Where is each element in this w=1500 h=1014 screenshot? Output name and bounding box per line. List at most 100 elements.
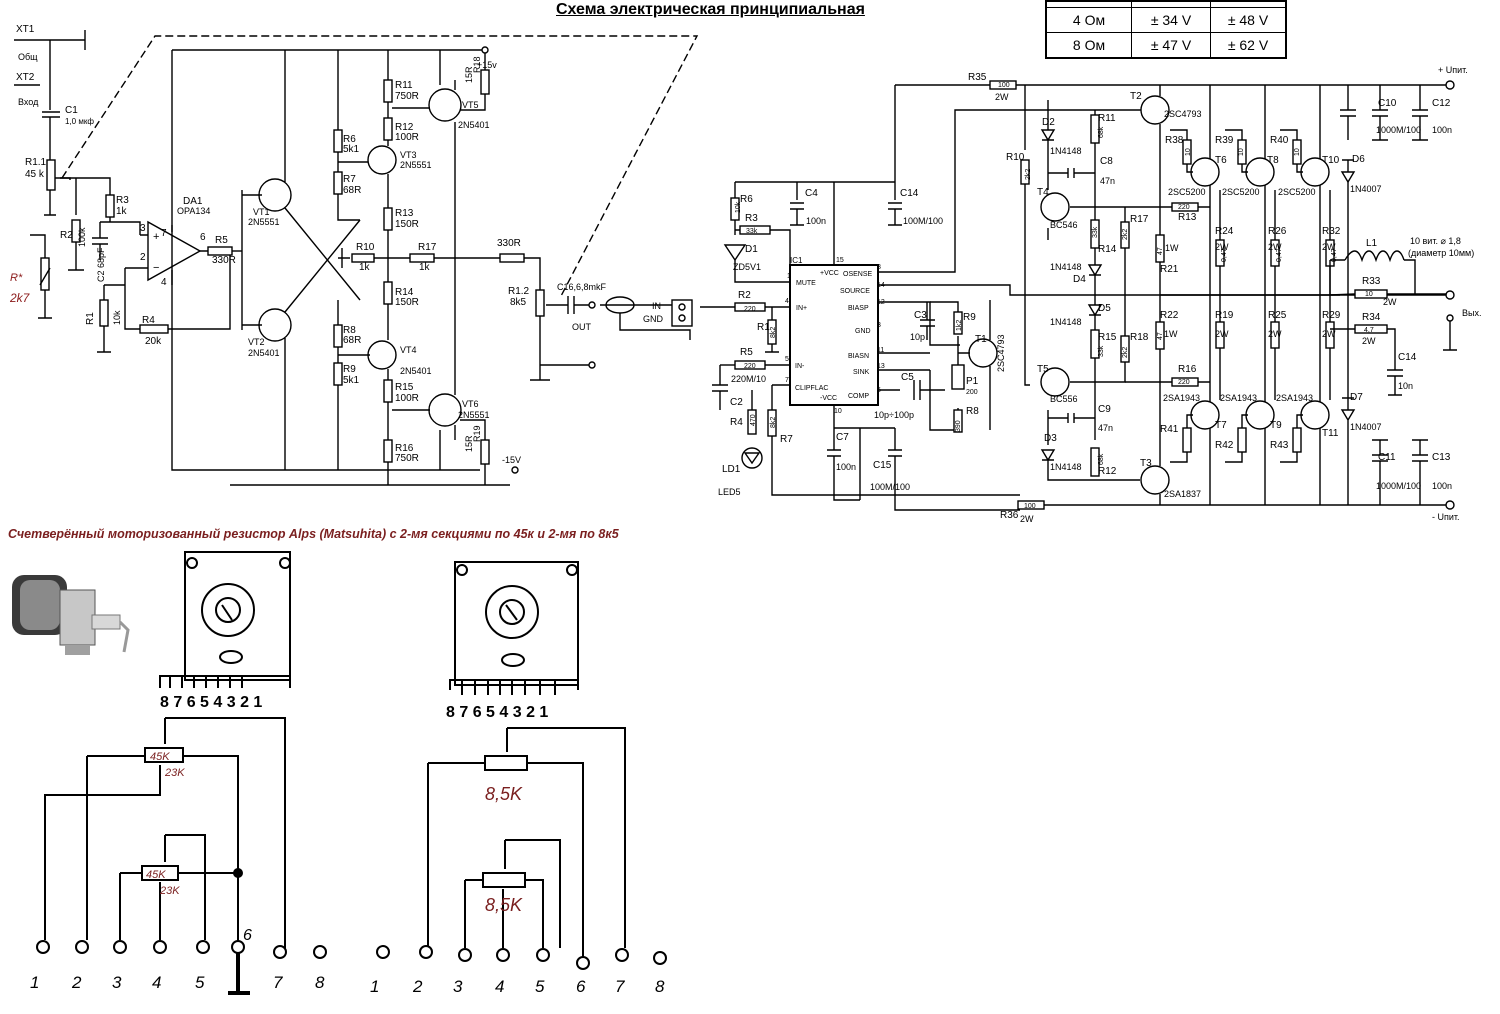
component-label: R17 (418, 242, 437, 253)
component-label: 2 (140, 252, 146, 263)
component-label: 220 (1178, 379, 1190, 386)
component-label: R26 (1268, 226, 1287, 237)
component-label: 68k (1098, 453, 1105, 465)
component-label: 1k (116, 206, 128, 217)
component-label: 68R (343, 335, 361, 346)
component-label: -15V (502, 455, 521, 465)
component-label: T3 (1140, 458, 1152, 469)
component-label: 100 (998, 82, 1010, 89)
component-label: LD1 (722, 464, 741, 475)
component-label: Общ (18, 52, 38, 62)
table-row: 4 Ом ± 34 V ± 48 V (1045, 7, 1287, 33)
pot-pin-number: 1 (30, 973, 39, 992)
component-label: VT2 (248, 337, 265, 347)
component-label: 220M/10 (731, 374, 766, 384)
component-label: 2N5551 (458, 410, 490, 420)
component-label: T5 (1037, 364, 1049, 375)
component-label: GND (643, 314, 664, 324)
component-label: 15R (464, 435, 474, 452)
component-label: Вых. (1462, 308, 1481, 318)
component-label: 100R (395, 132, 419, 143)
component-label: 33k (1098, 345, 1105, 357)
component-label: 1N4007 (1350, 184, 1382, 194)
component-label: 2W (1322, 329, 1336, 339)
component-label: 8 7 6 5 4 3 2 1 (446, 704, 548, 721)
component-label: VT3 (400, 150, 417, 160)
component-label: C11 (1378, 452, 1396, 463)
component-label: 45 k (25, 169, 45, 180)
component-label: OPA134 (177, 206, 210, 216)
component-label: 2W (1268, 329, 1282, 339)
component-label: 15 (836, 257, 844, 264)
component-label: R43 (1270, 440, 1289, 451)
component-label: T10 (1322, 155, 1340, 166)
component-label: 0,47 (1221, 248, 1228, 262)
component-label: IN- (795, 363, 805, 370)
component-label: C8 (1100, 156, 1113, 167)
component-label: 220 (744, 363, 756, 370)
component-label: 150R (395, 219, 419, 230)
component-label: 330R (212, 255, 236, 266)
component-label: 0,47 (1276, 248, 1283, 262)
component-label: R13 (1178, 212, 1197, 223)
component-label: R13 (395, 208, 414, 219)
component-label: R42 (1215, 440, 1234, 451)
component-label: 470 (750, 414, 757, 426)
pot-pin-number: 8 (655, 977, 665, 996)
component-label: R19 (472, 425, 482, 442)
component-label: 2SC5200 (1222, 187, 1260, 197)
component-label: 2W (1383, 297, 1397, 307)
component-label: 2W (1322, 242, 1336, 252)
component-label: 2N5401 (248, 348, 280, 358)
component-label: 2k2 (1025, 169, 1032, 180)
component-label: 10p (910, 332, 925, 342)
component-label: SINK (853, 369, 870, 376)
component-label: 1,0 мкф (65, 117, 94, 126)
component-label: R12 (395, 122, 414, 133)
component-label: − (153, 262, 159, 274)
table-cell: ± 34 V (1131, 7, 1211, 33)
component-label: R18 (472, 56, 482, 73)
component-label: R14 (1098, 244, 1117, 255)
component-label: 13 (877, 363, 885, 370)
component-label: 2SC4793 (1164, 109, 1202, 119)
component-label: D6 (1352, 154, 1365, 165)
component-label: R25 (1268, 310, 1287, 321)
component-label: 10k (112, 310, 122, 325)
component-label: 2SA1943 (1220, 393, 1257, 403)
component-label: T1 (975, 334, 987, 345)
component-label: 1000M/100 (1376, 125, 1421, 135)
component-label: 14 (877, 282, 885, 289)
component-label: R15 (1098, 332, 1117, 343)
component-label: 2W (1020, 514, 1034, 524)
pot-pin-number: 5 (535, 977, 545, 996)
component-label: R17 (1130, 214, 1149, 225)
pot-pin-number: 3 (112, 973, 122, 992)
component-label: 20k (145, 336, 162, 347)
table-cell: ± 47 V (1131, 32, 1211, 59)
component-label: D3 (1044, 433, 1057, 444)
component-label: BIASP (848, 305, 869, 312)
component-label: 5 (785, 356, 789, 363)
component-label: 2N5551 (400, 160, 432, 170)
component-label: L1 (1366, 238, 1378, 249)
component-label: R1.2 (508, 286, 530, 297)
component-label: 1k (359, 262, 371, 273)
component-label: R10 (356, 242, 375, 253)
component-label: 33k (1092, 226, 1099, 238)
component-label: 100k (77, 227, 87, 247)
component-label: C7 (836, 432, 849, 443)
component-label: R4 (730, 417, 743, 428)
component-label: 1N4148 (1050, 146, 1082, 156)
component-label: 8 (877, 264, 881, 271)
component-label: 2W (1215, 242, 1229, 252)
component-label: IN+ (796, 305, 807, 312)
component-label: R2 (60, 230, 73, 241)
component-label: R8 (343, 325, 356, 336)
component-label: 2SA1943 (1276, 393, 1313, 403)
component-label: D4 (1073, 274, 1086, 285)
component-label: 100n (1432, 481, 1452, 491)
table-cell: 4 Ом (1045, 7, 1132, 33)
component-label: T4 (1037, 187, 1049, 198)
